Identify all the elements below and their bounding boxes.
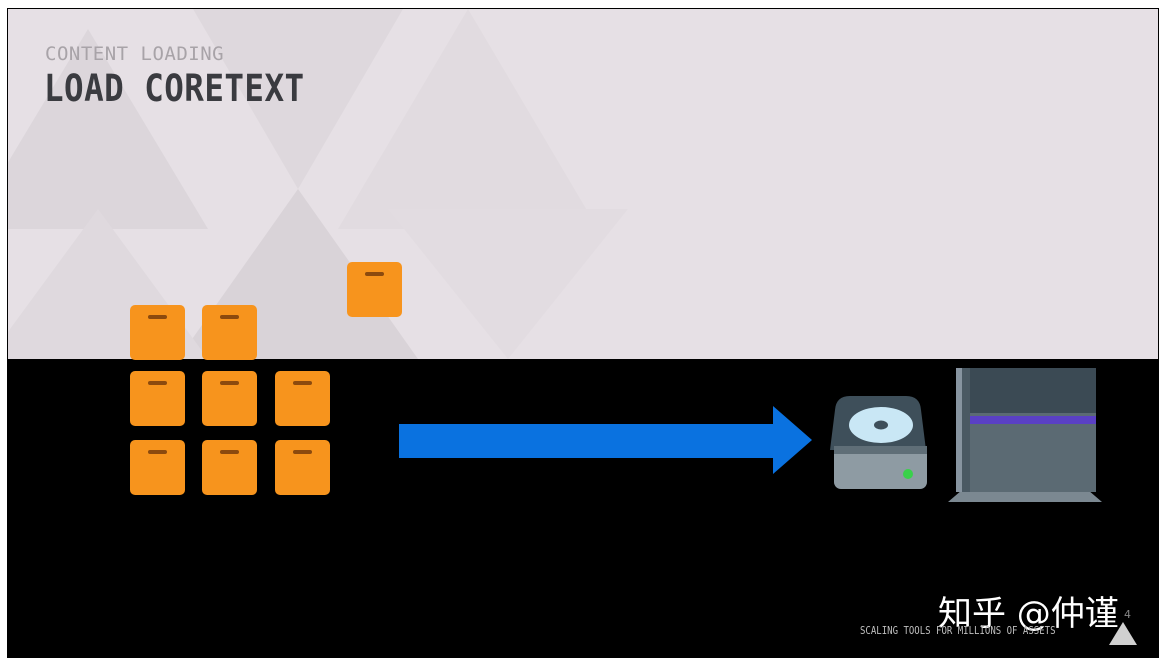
box-handle	[293, 450, 312, 454]
right-arrow-icon	[399, 406, 812, 474]
package-box-icon	[202, 440, 257, 495]
slide-footer: SCALING TOOLS FOR MILLIONS OF ASSETS	[860, 624, 1056, 637]
package-box-icon	[202, 371, 257, 426]
triangle-logo-icon	[1109, 622, 1137, 645]
watermark: 知乎 @仲谨	[938, 594, 1119, 634]
box-handle	[293, 381, 312, 385]
box-handle	[148, 450, 167, 454]
slide: CONTENT LOADING LOAD CORETEXT	[7, 8, 1159, 658]
box-handle	[220, 450, 239, 454]
package-box-icon	[130, 305, 185, 360]
box-handle	[148, 315, 167, 319]
box-handle	[365, 272, 384, 276]
package-box-icon	[130, 371, 185, 426]
page-number: 4	[1124, 608, 1131, 621]
background-triangle	[388, 209, 628, 359]
box-handle	[220, 315, 239, 319]
package-box-icon	[130, 440, 185, 495]
package-box-icon	[275, 371, 330, 426]
box-handle	[220, 381, 239, 385]
slide-title: LOAD CORETEXT	[44, 67, 305, 110]
package-box-icon	[275, 440, 330, 495]
box-handle	[148, 381, 167, 385]
disk-drive-icon	[830, 396, 927, 489]
slide-header-area: CONTENT LOADING LOAD CORETEXT	[8, 9, 1158, 359]
package-box-icon	[347, 262, 402, 317]
section-label: CONTENT LOADING	[45, 43, 225, 65]
package-box-icon	[202, 305, 257, 360]
game-console-icon	[948, 368, 1102, 502]
